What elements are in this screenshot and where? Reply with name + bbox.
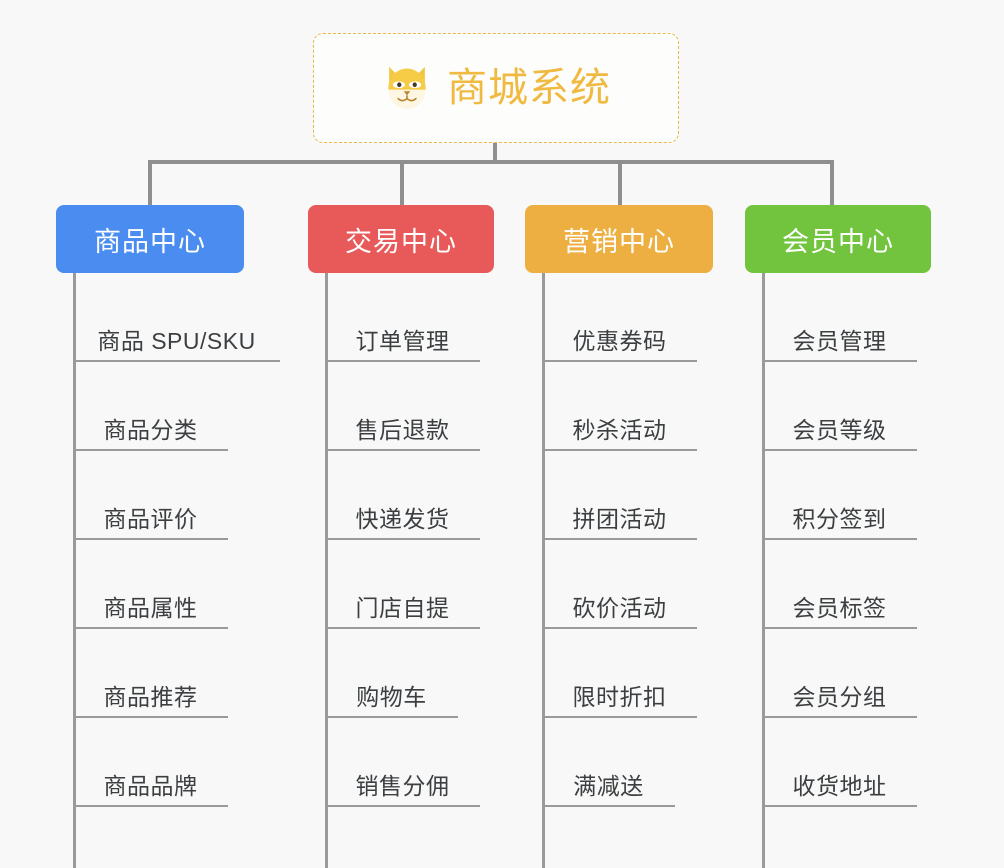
leaf-spine-2 — [325, 273, 328, 868]
leaf-item[interactable]: 快递发货 — [325, 451, 480, 540]
leaf-item[interactable]: 订单管理 — [325, 273, 480, 362]
leaf-item-label: 会员分组 — [792, 684, 887, 710]
leaf-item[interactable]: 商品推荐 — [73, 629, 228, 718]
leaf-item-label: 满减送 — [573, 773, 644, 799]
leaf-item-label: 商品评价 — [103, 506, 198, 532]
leaf-item-label: 订单管理 — [355, 328, 450, 354]
category-header-2[interactable]: 交易中心 — [308, 205, 494, 273]
leaf-item[interactable]: 售后退款 — [325, 362, 480, 451]
leaf-item-label: 秒杀活动 — [572, 417, 667, 443]
connector-root-stem — [493, 143, 497, 164]
leaf-item-label: 砍价活动 — [572, 595, 667, 621]
root-title: 商城系统 — [447, 66, 611, 110]
leaf-item[interactable]: 商品品牌 — [73, 718, 228, 807]
leaf-item[interactable]: 会员管理 — [762, 273, 917, 362]
category-column-1: 商品中心 商品 SPU/SKU 商品分类 商品评价 商品属性 商品推荐 商品品牌 — [56, 205, 280, 868]
category-column-2: 交易中心 订单管理 售后退款 快递发货 门店自提 购物车 销售分佣 — [308, 205, 494, 868]
category-column-4: 会员中心 会员管理 会员等级 积分签到 会员标签 会员分组 收货地址 — [745, 205, 931, 868]
leaf-item[interactable]: 商品分类 — [73, 362, 228, 451]
leaf-item[interactable]: 砍价活动 — [542, 540, 697, 629]
leaf-list-4: 会员管理 会员等级 积分签到 会员标签 会员分组 收货地址 — [745, 273, 931, 868]
category-header-1[interactable]: 商品中心 — [56, 205, 244, 273]
leaf-item[interactable]: 秒杀活动 — [542, 362, 697, 451]
connector-drop-1 — [148, 160, 152, 205]
leaf-item-label: 商品分类 — [103, 417, 198, 443]
connector-drop-2 — [400, 160, 404, 205]
leaf-spine-4 — [762, 273, 765, 868]
leaf-item[interactable]: 满减送 — [542, 718, 675, 807]
leaf-item-label: 商品推荐 — [103, 684, 198, 710]
leaf-list-1: 商品 SPU/SKU 商品分类 商品评价 商品属性 商品推荐 商品品牌 — [56, 273, 280, 868]
shiba-dog-emoji — [388, 66, 426, 110]
leaf-item-label: 限时折扣 — [572, 684, 667, 710]
leaf-item[interactable]: 会员标签 — [762, 540, 917, 629]
leaf-item[interactable]: 限时折扣 — [542, 629, 697, 718]
leaf-item[interactable]: 商品 SPU/SKU — [73, 273, 280, 362]
leaf-list-3: 优惠券码 秒杀活动 拼团活动 砍价活动 限时折扣 满减送 — [525, 273, 713, 868]
leaf-item[interactable]: 拼团活动 — [542, 451, 697, 540]
leaf-item-label: 收货地址 — [792, 773, 887, 799]
leaf-item-label: 会员等级 — [792, 417, 887, 443]
leaf-item-label: 购物车 — [356, 684, 427, 710]
category-header-2-label: 交易中心 — [345, 226, 457, 257]
leaf-item[interactable]: 优惠券码 — [542, 273, 697, 362]
category-header-1-label: 商品中心 — [94, 226, 206, 257]
category-header-3[interactable]: 营销中心 — [525, 205, 713, 273]
leaf-item-label: 快递发货 — [355, 506, 450, 532]
leaf-item[interactable]: 会员分组 — [762, 629, 917, 718]
leaf-item-label: 商品品牌 — [103, 773, 198, 799]
leaf-item-label: 商品属性 — [103, 595, 198, 621]
leaf-spine-1 — [73, 273, 76, 868]
category-column-3: 营销中心 优惠券码 秒杀活动 拼团活动 砍价活动 限时折扣 满减送 — [525, 205, 713, 868]
leaf-item[interactable]: 购物车 — [325, 629, 458, 718]
connector-horizontal-bus — [148, 160, 834, 164]
leaf-item-label: 售后退款 — [355, 417, 450, 443]
mindmap-canvas: 商城系统 商品中心 商品 SPU/SKU 商品分类 商品评价 商品属性 商 — [56, 33, 931, 868]
leaf-item[interactable]: 积分签到 — [762, 451, 917, 540]
leaf-item[interactable]: 收货地址 — [762, 718, 917, 807]
leaf-item-label: 销售分佣 — [355, 773, 450, 799]
root-node[interactable]: 商城系统 — [313, 33, 679, 143]
leaf-item[interactable]: 销售分佣 — [325, 718, 480, 807]
leaf-item[interactable]: 会员等级 — [762, 362, 917, 451]
leaf-item-label: 会员标签 — [792, 595, 887, 621]
category-header-3-label: 营销中心 — [563, 226, 675, 257]
leaf-item-label: 拼团活动 — [572, 506, 667, 532]
leaf-item[interactable]: 商品属性 — [73, 540, 228, 629]
leaf-item-label: 积分签到 — [792, 506, 887, 532]
leaf-item-label: 商品 SPU/SKU — [97, 328, 256, 354]
category-header-4-label: 会员中心 — [782, 226, 894, 257]
leaf-item[interactable]: 商品评价 — [73, 451, 228, 540]
leaf-spine-3 — [542, 273, 545, 868]
connector-drop-4 — [830, 160, 834, 205]
category-header-4[interactable]: 会员中心 — [745, 205, 931, 273]
leaf-item-label: 会员管理 — [792, 328, 887, 354]
leaf-item[interactable]: 门店自提 — [325, 540, 480, 629]
leaf-item-label: 优惠券码 — [572, 328, 667, 354]
leaf-list-2: 订单管理 售后退款 快递发货 门店自提 购物车 销售分佣 — [308, 273, 494, 868]
connector-drop-3 — [618, 160, 622, 205]
leaf-item-label: 门店自提 — [355, 595, 450, 621]
